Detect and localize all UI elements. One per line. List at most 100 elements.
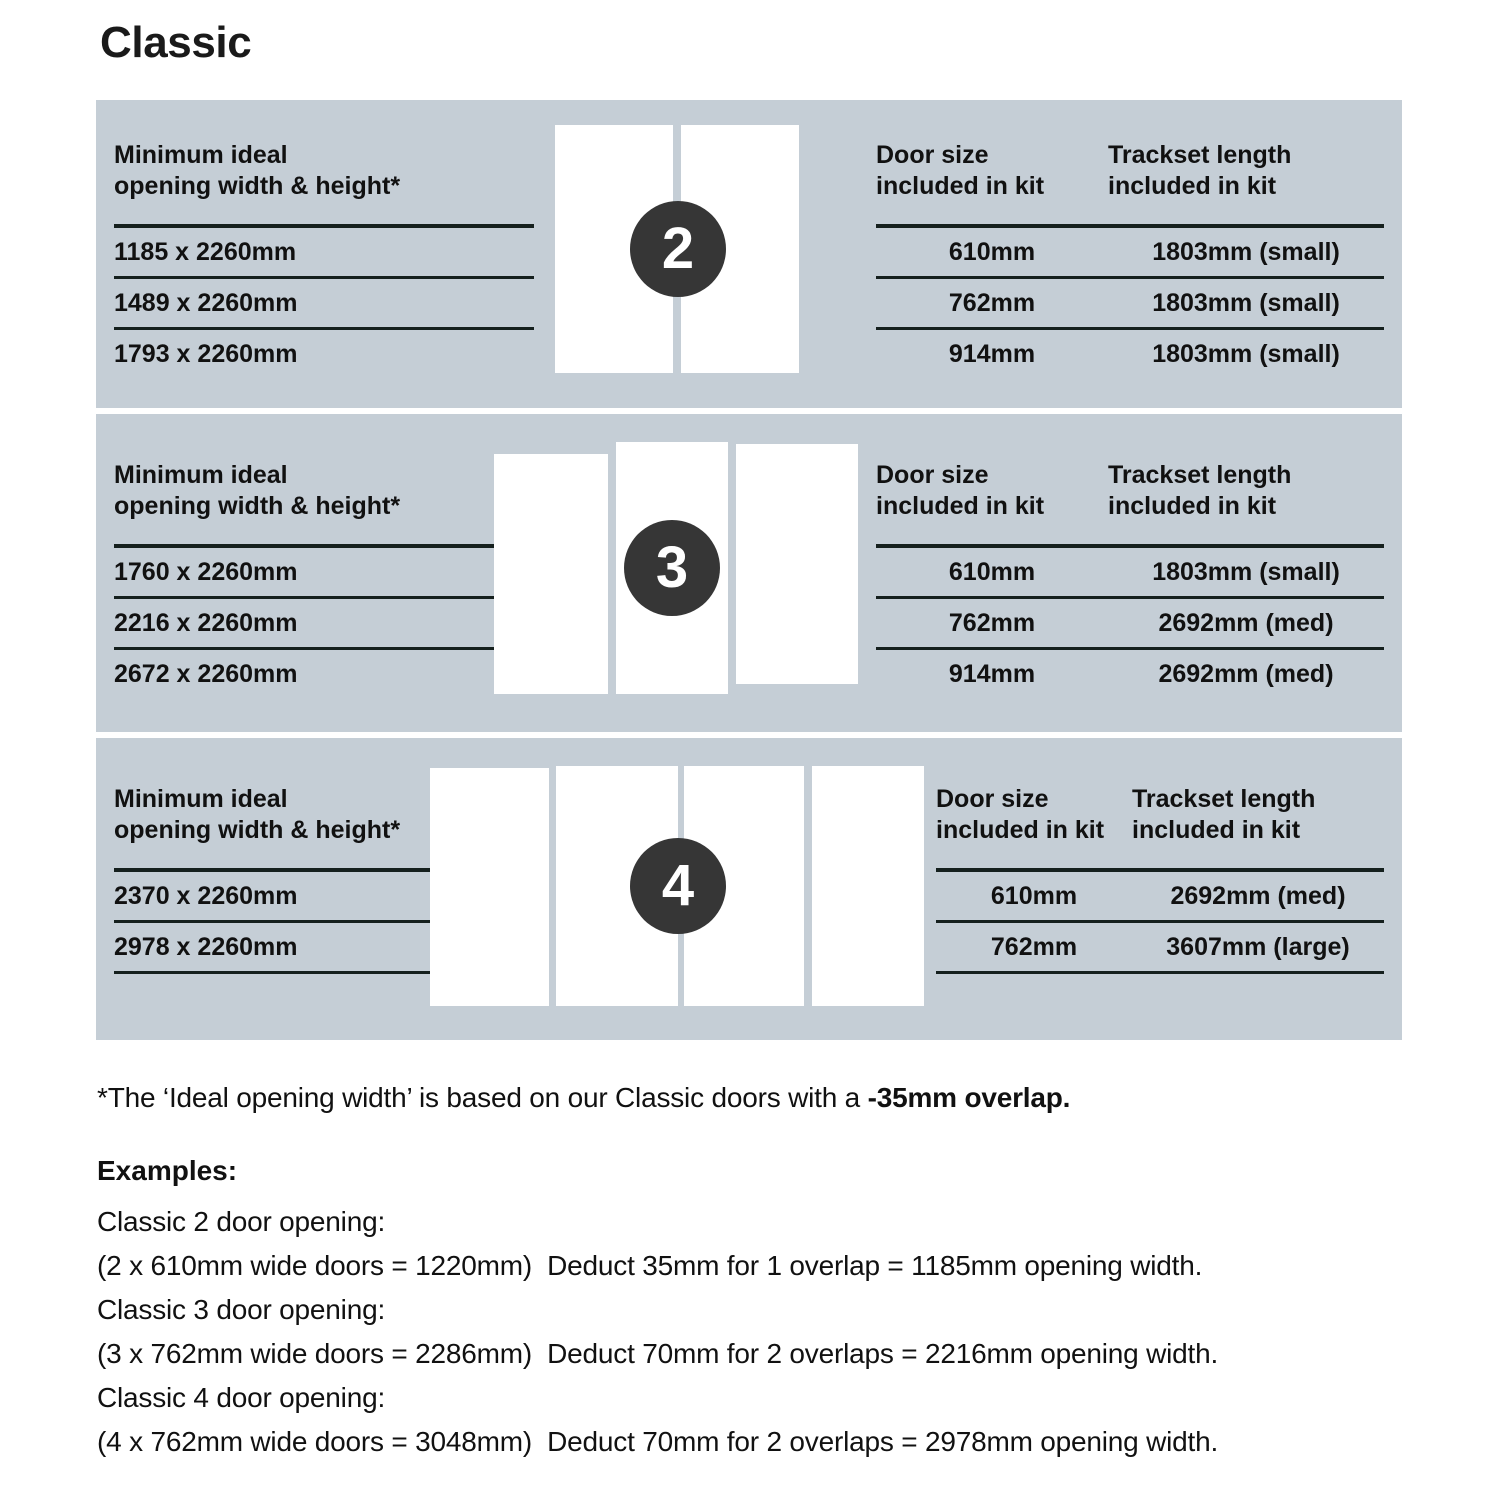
table-row: 2370 x 2260mm [114,872,534,920]
door-panel [494,454,608,694]
divider [114,647,534,650]
three-door-opening-column: Minimum ideal opening width & height* 17… [114,460,534,698]
two-door-opening-column: Minimum ideal opening width & height* 11… [114,140,534,378]
four-door-diagram: 4 [430,758,924,1018]
opening-value: 1489 x 2260mm [114,288,298,317]
opening-value: 2370 x 2260mm [114,881,298,910]
trackset-header: Trackset length included in kit [1108,141,1292,200]
door-size-value: 914mm [948,659,1036,688]
opening-value: 1185 x 2260mm [114,237,297,266]
section-four-door: Minimum ideal opening width & height* 23… [96,738,1402,1052]
divider [876,647,1384,650]
door-panel [736,444,858,684]
door-panel [430,768,549,1006]
opening-value: 2978 x 2260mm [114,932,298,961]
two-door-diagram: 2 [555,125,805,375]
divider [876,327,1384,330]
door-size-value: 610mm [990,881,1078,910]
table-row: 2216 x 2260mm [114,599,534,647]
trackset-value: 1803mm (small) [1152,237,1340,266]
example-line: (4 x 762mm wide doors = 3048mm) Deduct 7… [97,1426,1219,1457]
trackset-value: 2692mm (med) [1170,881,1346,910]
door-size-header: Door size included in kit [876,141,1045,200]
four-door-kit-column: Door size included in kit Trackset lengt… [936,784,1384,974]
footnote-emphasis: -35mm overlap. [867,1082,1071,1113]
opening-header: Minimum ideal opening width & height* [114,141,401,200]
divider [114,868,444,872]
three-door-kit-column: Door size included in kit Trackset lengt… [876,460,1384,698]
table-row: 914mm 1803mm (small) [876,330,1384,378]
examples-heading: Examples: [97,1155,238,1186]
trackset-value: 2692mm (med) [1158,608,1334,637]
divider [114,596,534,599]
trackset-value: 3607mm (large) [1166,932,1350,961]
door-size-value: 762mm [990,932,1078,961]
door-size-value: 762mm [948,608,1036,637]
door-count-badge: 2 [630,201,726,297]
sizing-table-panel: Minimum ideal opening width & height* 11… [96,100,1402,1040]
trackset-value: 2692mm (med) [1158,659,1334,688]
trackset-value: 1803mm (small) [1152,288,1340,317]
door-size-value: 610mm [948,557,1036,586]
door-size-value: 610mm [948,237,1036,266]
table-row: 1489 x 2260mm [114,279,534,327]
table-row: 1185 x 2260mm [114,228,534,276]
table-row: 914mm 2692mm (med) [876,650,1384,698]
table-row: 1760 x 2260mm [114,548,534,596]
example-line: (2 x 610mm wide doors = 1220mm) Deduct 3… [97,1250,1203,1281]
page-title: Classic [100,18,252,67]
examples-list: Classic 2 door opening: (2 x 610mm wide … [97,1200,1218,1464]
divider [114,544,534,548]
door-size-header: Door size included in kit [876,461,1045,520]
door-panel [812,766,924,1006]
section-separator [96,408,1402,414]
door-size-header: Door size included in kit [936,785,1105,844]
divider [114,276,534,279]
example-line: Classic 3 door opening: [97,1294,386,1325]
door-count-label: 4 [661,853,695,918]
footnote-text: *The ‘Ideal opening width’ is based on o… [97,1082,868,1113]
two-door-kit-column: Door size included in kit Trackset lengt… [876,140,1384,378]
section-three-door: Minimum ideal opening width & height* 17… [96,414,1402,732]
table-row: 610mm 1803mm (small) [876,548,1384,596]
trackset-value: 1803mm (small) [1152,339,1340,368]
opening-header: Minimum ideal opening width & height* [114,461,401,520]
table-row: 1793 x 2260mm [114,330,534,378]
door-count-badge: 4 [630,838,726,934]
door-count-badge: 3 [624,520,720,616]
table-row: 610mm 2692mm (med) [936,872,1384,920]
divider [114,971,444,974]
trackset-value: 1803mm (small) [1152,557,1340,586]
divider [876,224,1384,228]
table-row: 610mm 1803mm (small) [876,228,1384,276]
divider [114,327,534,330]
overlap-footnote: *The ‘Ideal opening width’ is based on o… [97,1082,1070,1114]
section-two-door: Minimum ideal opening width & height* 11… [96,100,1402,408]
divider [936,920,1384,923]
example-line: (3 x 762mm wide doors = 2286mm) Deduct 7… [97,1338,1219,1369]
opening-value: 1793 x 2260mm [114,339,298,368]
divider [876,544,1384,548]
door-count-label: 2 [661,216,695,281]
divider [936,868,1384,872]
table-row: 762mm 2692mm (med) [876,599,1384,647]
trackset-header: Trackset length included in kit [1132,785,1316,844]
divider [876,276,1384,279]
divider [114,920,444,923]
four-door-opening-column: Minimum ideal opening width & height* 23… [114,784,534,974]
door-size-value: 762mm [948,288,1036,317]
opening-value: 2672 x 2260mm [114,659,298,688]
example-line: Classic 4 door opening: [97,1382,386,1413]
divider [876,596,1384,599]
opening-value: 2216 x 2260mm [114,608,298,637]
table-row: 762mm 1803mm (small) [876,279,1384,327]
divider [114,224,534,228]
three-door-diagram: 3 [494,442,870,702]
example-line: Classic 2 door opening: [97,1206,386,1237]
door-size-value: 914mm [948,339,1036,368]
opening-value: 1760 x 2260mm [114,557,298,586]
section-separator [96,732,1402,738]
opening-header: Minimum ideal opening width & height* [114,785,401,844]
table-row: 2978 x 2260mm [114,923,534,971]
